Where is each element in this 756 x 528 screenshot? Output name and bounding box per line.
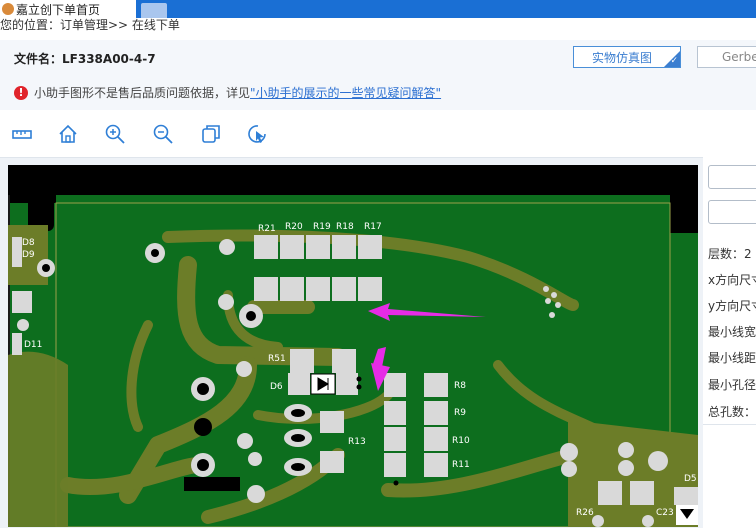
pcb-canvas[interactable]: R21 R20 R19 R18 R17 R51 D6 R13 R8 R9 R10… — [8, 165, 698, 527]
file-name: 文件名：LF338A00-4-7 — [14, 50, 156, 67]
label-d5: D5 — [684, 474, 697, 484]
info-input-1[interactable] — [708, 165, 756, 189]
min-hole-info: 最小孔径 — [708, 378, 756, 392]
label-r13: R13 — [348, 437, 366, 447]
pcb-drawing: R21 R20 R19 R18 R17 R51 D6 R13 R8 R9 R10… — [8, 165, 698, 527]
info-input-2[interactable] — [708, 200, 756, 224]
label-r51: R51 — [268, 354, 286, 364]
check-icon: ✓ — [670, 56, 678, 66]
file-name-value: LF338A00-4-7 — [62, 52, 156, 66]
label-r10: R10 — [452, 436, 470, 446]
label-d11: D11 — [24, 340, 42, 350]
label-r20: R20 — [285, 222, 303, 232]
label-r17: R17 — [364, 222, 382, 232]
label-r21: R21 — [258, 224, 276, 234]
info-detail-box — [703, 424, 756, 528]
label-r18: R18 — [336, 222, 354, 232]
favicon-icon — [2, 3, 14, 15]
min-width-info: 最小线宽 — [708, 325, 756, 339]
file-header: 文件名：LF338A00-4-7 实物仿真图 ✓ Gerbe ! 小助手图形不是… — [0, 40, 756, 110]
viewer-toolbar — [0, 110, 756, 158]
label-d9: D9 — [22, 250, 35, 260]
breadcrumb: 您的位置：订单管理>> 在线下单 — [0, 18, 756, 40]
sim-view-button[interactable]: 实物仿真图 ✓ — [573, 46, 681, 68]
label-d6: D6 — [270, 382, 283, 392]
zoom-out-icon[interactable] — [152, 123, 174, 145]
selected-corner-icon — [664, 51, 680, 67]
label-d8: D8 — [22, 238, 35, 248]
sim-view-label: 实物仿真图 — [591, 50, 652, 65]
y-size-info: y方向尺寸 — [708, 299, 756, 313]
label-r19: R19 — [313, 222, 331, 232]
zoom-in-icon[interactable] — [104, 123, 126, 145]
notice-text: 小助手图形不是售后品质问题依据，详见 — [34, 86, 251, 100]
warning-icon: ! — [14, 85, 28, 100]
faq-link[interactable]: "小助手的展示的一些常见疑问解答" — [250, 86, 442, 100]
label-r8: R8 — [454, 381, 466, 391]
label-r11: R11 — [452, 460, 470, 470]
label-c23: C23 — [656, 508, 674, 518]
new-tab-button[interactable] — [141, 3, 167, 18]
breadcrumb-text: 您的位置：订单管理>> 在线下单 — [0, 18, 180, 32]
board-info-panel: 层数：2 x方向尺寸 y方向尺寸 最小线宽 最小线距 最小孔径 总孔数： — [703, 157, 756, 528]
min-spacing-info: 最小线距 — [708, 351, 756, 365]
home-icon[interactable] — [57, 123, 79, 145]
label-r26: R26 — [576, 508, 594, 518]
gerber-label: Gerbe — [722, 50, 756, 64]
ruler-icon[interactable] — [11, 123, 33, 145]
pointer-icon[interactable] — [247, 123, 269, 145]
browser-tab[interactable]: 嘉立创下单首页 — [0, 0, 136, 18]
label-r9: R9 — [454, 408, 466, 418]
total-holes-info: 总孔数： — [708, 405, 756, 419]
layers-info: 层数：2 — [708, 247, 752, 261]
x-size-info: x方向尺寸 — [708, 273, 756, 287]
file-name-label: 文件名： — [14, 52, 63, 66]
notice: ! 小助手图形不是售后品质问题依据，详见 "小助手的展示的一些常见疑问解答" — [14, 84, 441, 101]
gerber-button[interactable]: Gerbe — [697, 46, 756, 68]
tab-title: 嘉立创下单首页 — [16, 2, 101, 17]
browser-tab-bar: 嘉立创下单首页 — [0, 0, 756, 18]
layers-icon[interactable] — [200, 123, 222, 145]
